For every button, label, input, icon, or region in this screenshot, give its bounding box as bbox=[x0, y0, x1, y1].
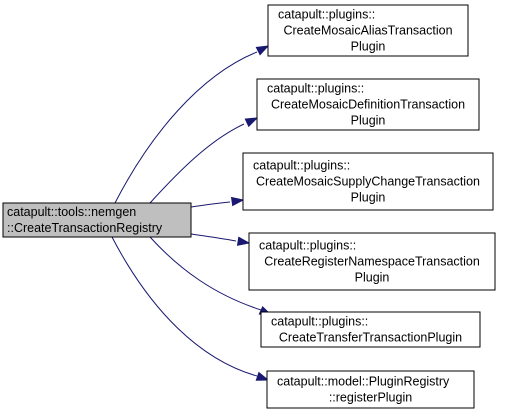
edge-line bbox=[149, 236, 262, 311]
node-label-line: CreateRegisterNamespaceTransaction bbox=[264, 255, 480, 269]
node-label-line: Plugin bbox=[351, 191, 386, 205]
node-create-mosaic-supply-change-transaction-plugin[interactable]: catapult::plugins::CreateMosaicSupplyCha… bbox=[242, 152, 494, 211]
node-label-line: catapult::plugins:: bbox=[278, 8, 375, 22]
edge-line bbox=[190, 201, 231, 208]
node-box[interactable] bbox=[260, 311, 481, 348]
edge-create-mosaic-alias-transaction-plugin bbox=[114, 45, 270, 204]
node-label-line: CreateMosaicAliasTransaction bbox=[283, 24, 452, 38]
node-label-line: CreateMosaicSupplyChangeTransaction bbox=[256, 175, 480, 189]
edge-arrowhead bbox=[244, 117, 259, 128]
node-create-mosaic-definition-transaction-plugin[interactable]: catapult::plugins::CreateMosaicDefinitio… bbox=[256, 78, 480, 131]
node-register-plugin[interactable]: catapult::model::PluginRegistry::registe… bbox=[266, 370, 475, 409]
node-label-line: Plugin bbox=[351, 114, 386, 128]
node-label-line: catapult::plugins:: bbox=[271, 315, 368, 329]
edge-create-mosaic-definition-transaction-plugin bbox=[149, 117, 259, 204]
edge-create-register-namespace-transaction-plugin bbox=[190, 233, 251, 246]
node-label-line: ::registerPlugin bbox=[329, 391, 412, 405]
node-create-register-namespace-transaction-plugin[interactable]: catapult::plugins::CreateRegisterNamespa… bbox=[248, 232, 496, 291]
edge-register-plugin bbox=[111, 236, 270, 381]
edge-line bbox=[190, 233, 237, 242]
edge-arrowhead bbox=[255, 371, 270, 381]
node-box[interactable] bbox=[2, 202, 192, 238]
edge-line bbox=[114, 51, 258, 204]
node-label-line: Plugin bbox=[355, 271, 390, 285]
edge-arrowhead bbox=[230, 196, 245, 207]
edge-create-mosaic-supply-change-transaction-plugin bbox=[190, 196, 245, 208]
node-box[interactable] bbox=[248, 232, 496, 291]
node-label-line: catapult::tools::nemgen bbox=[7, 205, 136, 219]
node-box[interactable] bbox=[256, 78, 480, 131]
node-create-transaction-registry[interactable]: catapult::tools::nemgen::CreateTransacti… bbox=[2, 202, 192, 238]
edge-arrowhead bbox=[255, 45, 270, 56]
edge-arrowhead bbox=[236, 236, 251, 246]
node-label-line: catapult::plugins:: bbox=[259, 239, 356, 253]
node-box[interactable] bbox=[266, 370, 475, 409]
node-create-mosaic-alias-transaction-plugin[interactable]: catapult::plugins::CreateMosaicAliasTran… bbox=[267, 4, 469, 57]
nodes-layer: catapult::tools::nemgen::CreateTransacti… bbox=[2, 4, 496, 409]
node-box[interactable] bbox=[267, 4, 469, 57]
node-box[interactable] bbox=[242, 152, 494, 211]
node-label-line: Plugin bbox=[351, 40, 386, 54]
node-label-line: catapult::plugins:: bbox=[267, 82, 364, 96]
node-label-line: CreateMosaicDefinitionTransaction bbox=[271, 98, 465, 112]
node-create-transfer-transaction-plugin[interactable]: catapult::plugins::CreateTransferTransac… bbox=[260, 311, 481, 348]
node-label-line: catapult::plugins:: bbox=[253, 159, 350, 173]
node-label-line: ::CreateTransactionRegistry bbox=[7, 221, 163, 235]
node-label-line: catapult::model::PluginRegistry bbox=[277, 375, 450, 389]
edge-line bbox=[111, 236, 258, 377]
node-label-line: CreateTransferTransactionPlugin bbox=[279, 331, 462, 345]
edges-layer bbox=[111, 45, 273, 381]
edge-line bbox=[149, 123, 245, 204]
